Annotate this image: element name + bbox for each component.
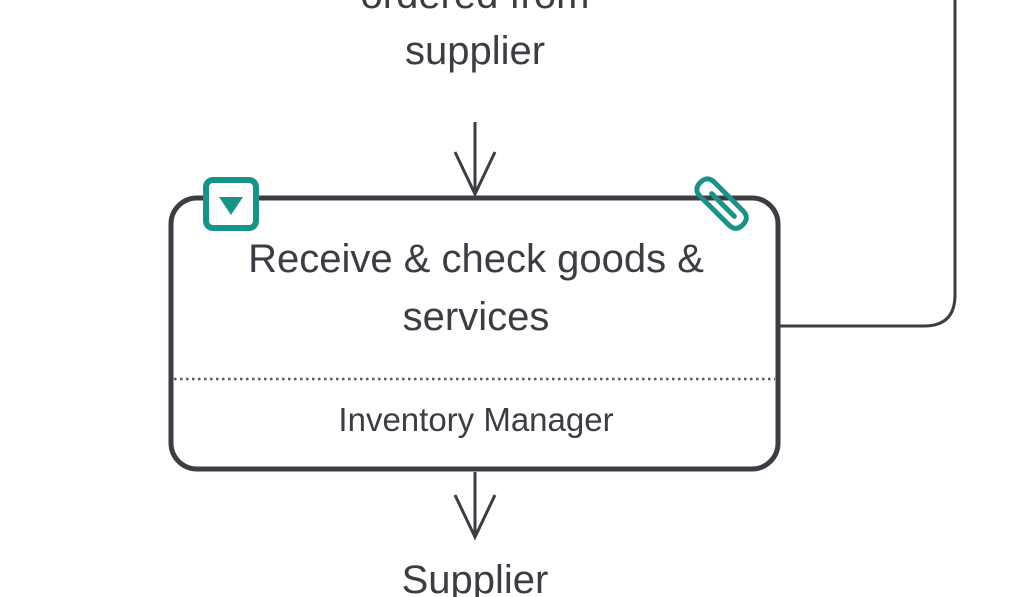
incoming-arrow[interactable] xyxy=(453,122,497,198)
activity-box[interactable]: Receive & check goods & services Invento… xyxy=(168,195,781,472)
prev-step-label-line1: ordered from xyxy=(361,0,590,17)
prev-step-label-line2: supplier xyxy=(405,29,545,73)
activity-title-line2: services xyxy=(403,295,550,339)
outgoing-arrow[interactable] xyxy=(453,472,497,541)
next-step-label: Supplier xyxy=(402,558,549,597)
activity-title-line1: Receive & check goods & xyxy=(248,237,704,281)
dropdown-triangle-icon[interactable] xyxy=(203,177,259,231)
activity-role: Inventory Manager xyxy=(338,401,613,438)
paperclip-icon[interactable] xyxy=(693,175,750,232)
return-connector[interactable] xyxy=(780,0,957,328)
